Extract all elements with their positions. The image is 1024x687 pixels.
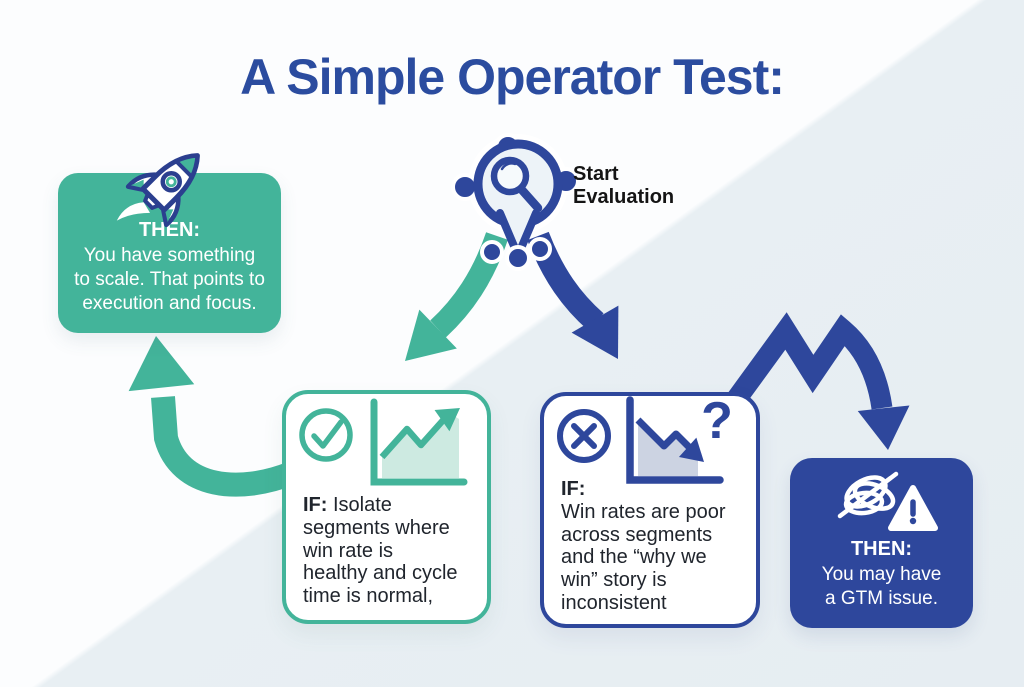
trend-up-chart-icon (370, 398, 468, 486)
page-title: A Simple Operator Test: (240, 49, 785, 105)
arrow-loop-up (128, 336, 297, 497)
x-circle-icon (557, 409, 611, 463)
then-success-heading: THEN: (138, 219, 201, 241)
if-success-body: Isolate segments where win rate is healt… (303, 494, 458, 608)
if-fail-prefix: IF: (561, 478, 586, 500)
magnifier-badge-icon (451, 133, 580, 271)
if-success-box: IF: Isolate segments where win rate is h… (282, 390, 491, 624)
then-success-box: THEN: You have something to scale. That … (58, 173, 281, 333)
trend-down-chart-icon: ? (626, 392, 733, 484)
then-success-body: You have something to scale. That points… (74, 245, 265, 315)
start-evaluation-label: Start Evaluation (573, 163, 675, 209)
rocket-icon (116, 153, 200, 228)
arrow-zigzag-down (726, 312, 910, 450)
if-success-text: IF: Isolate segments where win rate is h… (303, 494, 458, 608)
tangle-icon (837, 471, 899, 519)
tangle-warning-icon (837, 471, 938, 531)
if-fail-body: Win rates are poor across segments and t… (561, 500, 726, 614)
then-fail-body: You may have a GTM issue. (821, 564, 942, 610)
if-success-prefix: IF: (303, 494, 328, 516)
then-fail-box: THEN: You may have a GTM issue. (790, 458, 973, 628)
check-circle-icon (299, 408, 353, 462)
then-fail-heading: THEN: (850, 538, 913, 560)
question-mark: ? (701, 392, 733, 450)
if-fail-box: ? IF:Win rates are poor across segments … (540, 392, 760, 628)
if-fail-text: IF:Win rates are poor across segments an… (561, 478, 726, 615)
warning-triangle-icon (888, 485, 938, 531)
